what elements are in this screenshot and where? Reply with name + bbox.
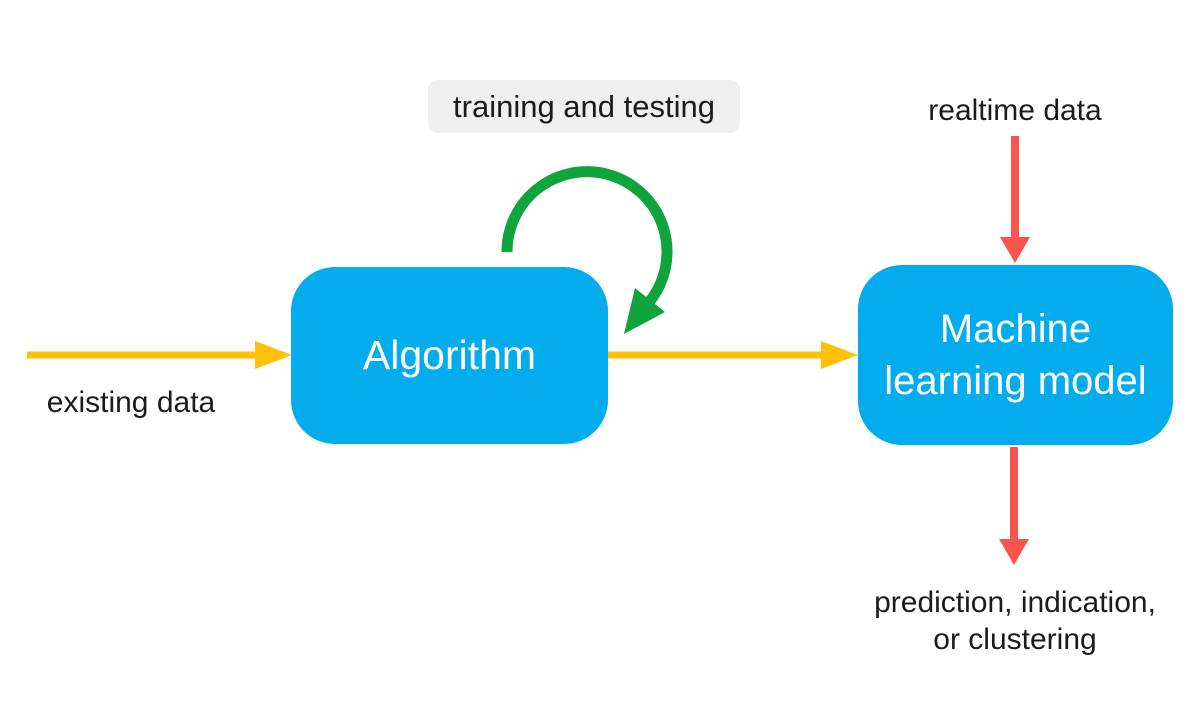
arrow-head <box>255 341 292 369</box>
arrow-head <box>624 288 665 334</box>
arrow-head <box>999 539 1029 565</box>
output-label-line2: or clustering <box>933 622 1097 656</box>
model-output-arrow-icon <box>999 447 1029 565</box>
realtime-data-label: realtime data <box>928 94 1102 127</box>
arrow-head <box>821 341 858 369</box>
training-testing-label-text: training and testing <box>453 88 715 124</box>
node-ml-model: Machine learning model <box>858 265 1173 445</box>
arrow-shaft <box>501 166 673 305</box>
node-algorithm: Algorithm <box>291 267 608 444</box>
training-loop-arrow-icon <box>501 166 673 334</box>
existing-data-arrow-icon <box>27 341 292 369</box>
ml-model-label-line2: learning model <box>884 359 1147 403</box>
ml-model-label-line1: Machine <box>939 307 1092 351</box>
training-testing-label: training and testing <box>428 80 740 133</box>
algorithm-to-model-arrow-icon <box>608 341 858 369</box>
algorithm-label: Algorithm <box>362 332 537 378</box>
realtime-data-arrow-icon <box>1000 136 1030 263</box>
arrow-head <box>1000 237 1030 263</box>
existing-data-label: existing data <box>46 386 216 419</box>
output-label: prediction, indication, or clustering <box>840 585 1190 658</box>
output-label-line1: prediction, indication, <box>874 586 1156 619</box>
